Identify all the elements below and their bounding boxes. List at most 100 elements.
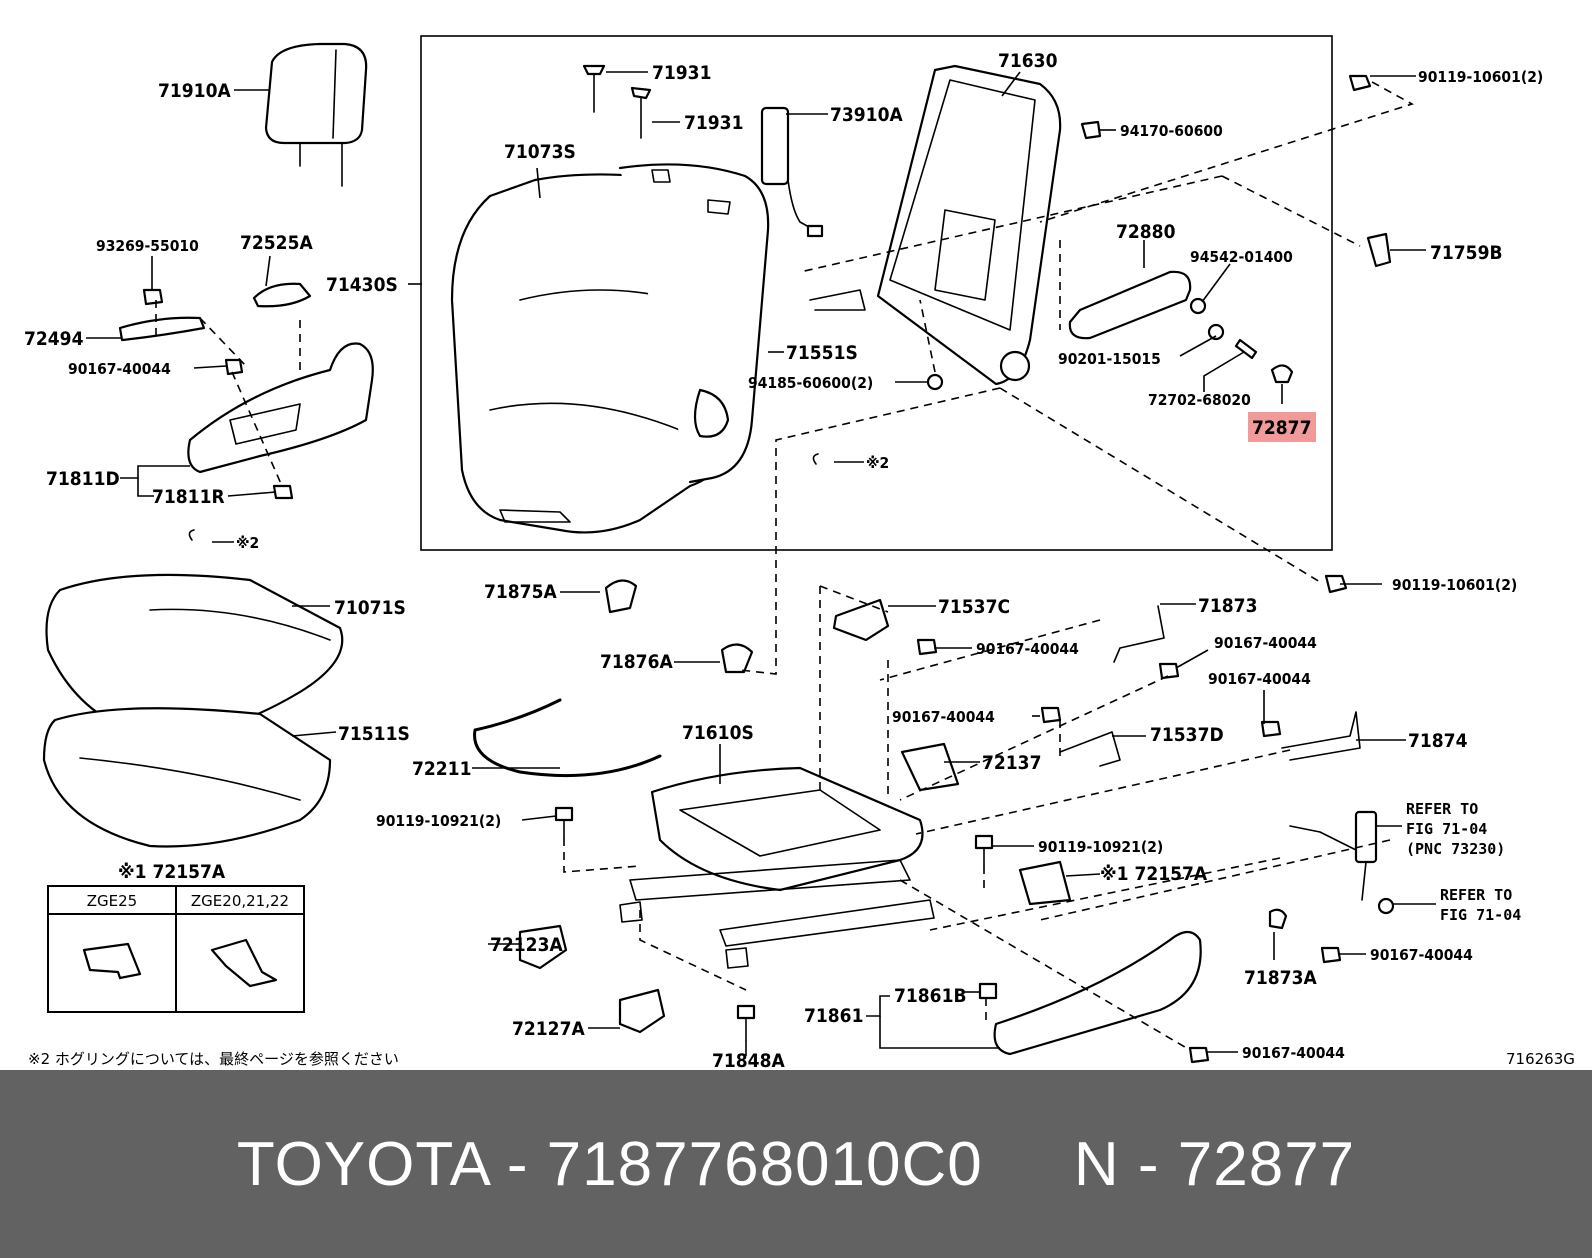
label-71848A[interactable]: 71848A — [712, 1050, 785, 1070]
screw-part-93269[interactable] — [142, 288, 164, 306]
bracket-part-71873[interactable] — [1113, 605, 1165, 663]
cover-part-71875A[interactable] — [604, 579, 638, 614]
seatbelt-buckle-part[interactable] — [1289, 810, 1378, 901]
label-90167-40044-c[interactable]: 90167-40044 — [976, 640, 1079, 658]
bolt-part-top-right[interactable] — [1348, 74, 1372, 92]
label-71861B[interactable]: 71861B — [894, 985, 967, 1007]
wire-part-72211[interactable] — [473, 698, 662, 778]
label-71430S[interactable]: 71430S — [326, 274, 398, 296]
label-71931-lower[interactable]: 71931 — [684, 112, 743, 134]
label-71071S[interactable]: 71071S — [334, 597, 406, 619]
label-72157A-right[interactable]: ※1 72157A — [1100, 863, 1208, 885]
label-71537D[interactable]: 71537D — [1150, 724, 1224, 746]
screw-part-90167-d[interactable] — [1158, 662, 1180, 680]
clip-part-71861B[interactable] — [978, 982, 998, 1000]
screw-part-90167-e[interactable] — [1260, 720, 1282, 738]
headrest-part[interactable] — [264, 42, 368, 187]
seatback-pad-part[interactable] — [618, 163, 770, 484]
label-72127A[interactable]: 72127A — [512, 1018, 585, 1040]
label-90167-40044-h[interactable]: 90167-40044 — [1242, 1044, 1345, 1062]
side-airbag-part[interactable] — [760, 106, 824, 238]
screw-part-90167-g[interactable] — [1320, 946, 1342, 964]
label-71873A[interactable]: 71873A — [1244, 967, 1317, 989]
bolt-part-90119-10921-right[interactable] — [974, 834, 994, 867]
label-90167-40044-g[interactable]: 90167-40044 — [1370, 946, 1473, 964]
cover-part-72157A[interactable] — [1018, 860, 1072, 906]
shield-part-71811D[interactable] — [187, 342, 374, 474]
label-72877[interactable]: 72877 — [1252, 417, 1311, 439]
label-90167-40044-f[interactable]: 90167-40044 — [892, 708, 995, 726]
screw-part-90167-h[interactable] — [1188, 1046, 1210, 1064]
label-72123A[interactable]: 72123A — [490, 934, 563, 956]
label-71874[interactable]: 71874 — [1408, 730, 1468, 752]
label-90201-15015[interactable]: 90201-15015 — [1058, 350, 1161, 368]
bracket-part-71874[interactable] — [1281, 711, 1361, 761]
bolt-part-armrest[interactable] — [1234, 338, 1258, 360]
label-71511S[interactable]: 71511S — [338, 723, 410, 745]
seatback-frame-part[interactable] — [809, 64, 1062, 386]
cushion-pad-part[interactable] — [42, 707, 332, 848]
label-71873[interactable]: 71873 — [1198, 595, 1257, 617]
clip-part-94170[interactable] — [1080, 120, 1102, 140]
label-72702-68020[interactable]: 72702-68020 — [1148, 391, 1251, 409]
bolt-part-bottom-right[interactable] — [1324, 574, 1348, 594]
label-71861[interactable]: 71861 — [804, 1005, 863, 1027]
cover-part-72525A[interactable] — [252, 282, 312, 308]
label-94170-60600[interactable]: 94170-60600 — [1120, 122, 1223, 140]
label-71931-upper[interactable]: 71931 — [652, 62, 711, 84]
label-93269-55010[interactable]: 93269-55010 — [96, 237, 199, 255]
label-71073S[interactable]: 71073S — [504, 141, 576, 163]
clip-part-71759B[interactable] — [1366, 232, 1392, 268]
label-90119-10601-bottom[interactable]: 90119-10601(2) — [1392, 576, 1517, 594]
cover-part-72137[interactable] — [900, 742, 960, 792]
label-71610S[interactable]: 71610S — [682, 722, 754, 744]
cover-part-71876A[interactable] — [720, 643, 754, 674]
cap-part-72877[interactable] — [1270, 364, 1294, 384]
label-94542-01400[interactable]: 94542-01400 — [1190, 248, 1293, 266]
label-71551S[interactable]: 71551S — [786, 342, 858, 364]
label-72494[interactable]: 72494 — [24, 328, 84, 350]
seat-frame-part[interactable] — [619, 766, 935, 969]
washer-part[interactable] — [1189, 297, 1207, 315]
label-90119-10921-left[interactable]: 90119-10921(2) — [376, 812, 501, 830]
nut-part[interactable] — [1207, 323, 1225, 341]
label-71910A[interactable]: 71910A — [158, 80, 231, 102]
screw-part-90167-left[interactable] — [224, 358, 244, 376]
label-71876A[interactable]: 71876A — [600, 651, 673, 673]
label-90167-40044-e[interactable]: 90167-40044 — [1208, 670, 1311, 688]
cover-part-72127A[interactable] — [618, 988, 666, 1034]
label-90119-10601-top[interactable]: 90119-10601(2) — [1418, 68, 1543, 86]
label-71759B[interactable]: 71759B — [1430, 242, 1503, 264]
shield-part-71861[interactable] — [993, 930, 1202, 1056]
variant-part-zge25[interactable] — [82, 942, 142, 980]
clip-part-71811R[interactable] — [272, 484, 294, 500]
label-71537C[interactable]: 71537C — [938, 596, 1010, 618]
label-72880[interactable]: 72880 — [1116, 221, 1176, 243]
label-72211[interactable]: 72211 — [412, 758, 471, 780]
screw-part-90167-c[interactable] — [916, 638, 938, 656]
bracket-part-71537D[interactable] — [1059, 731, 1121, 767]
label-90167-40044-d[interactable]: 90167-40044 — [1214, 634, 1317, 652]
bolt-part-90119-10921-left[interactable] — [554, 806, 574, 839]
label-90167-40044-left[interactable]: 90167-40044 — [68, 360, 171, 378]
label-72137[interactable]: 72137 — [982, 752, 1041, 774]
label-73910A[interactable]: 73910A — [830, 104, 903, 126]
cover-part-72123A[interactable] — [518, 924, 568, 970]
variant-part-zge20-22[interactable] — [210, 938, 278, 988]
lever-part-72494[interactable] — [118, 316, 206, 342]
bolt-part-71848A[interactable] — [736, 1004, 756, 1041]
nut-part-94185[interactable] — [926, 373, 944, 391]
screw-part-90167-f[interactable] — [1040, 706, 1062, 724]
label-90119-10921-right[interactable]: 90119-10921(2) — [1038, 838, 1163, 856]
label-94185-60600[interactable]: 94185-60600(2) — [748, 374, 873, 392]
armrest-part[interactable] — [1068, 270, 1192, 340]
label-71811D[interactable]: 71811D — [46, 468, 120, 490]
stud-part-upper[interactable] — [582, 64, 606, 113]
label-71875A[interactable]: 71875A — [484, 581, 557, 603]
label-72525A[interactable]: 72525A — [240, 232, 313, 254]
label-71630[interactable]: 71630 — [998, 50, 1058, 72]
label-71811R[interactable]: 71811R — [152, 486, 225, 508]
nut-part-refer[interactable] — [1377, 897, 1395, 915]
bracket-part-71537C[interactable] — [832, 598, 890, 642]
clip-part-71873A[interactable] — [1268, 908, 1288, 930]
